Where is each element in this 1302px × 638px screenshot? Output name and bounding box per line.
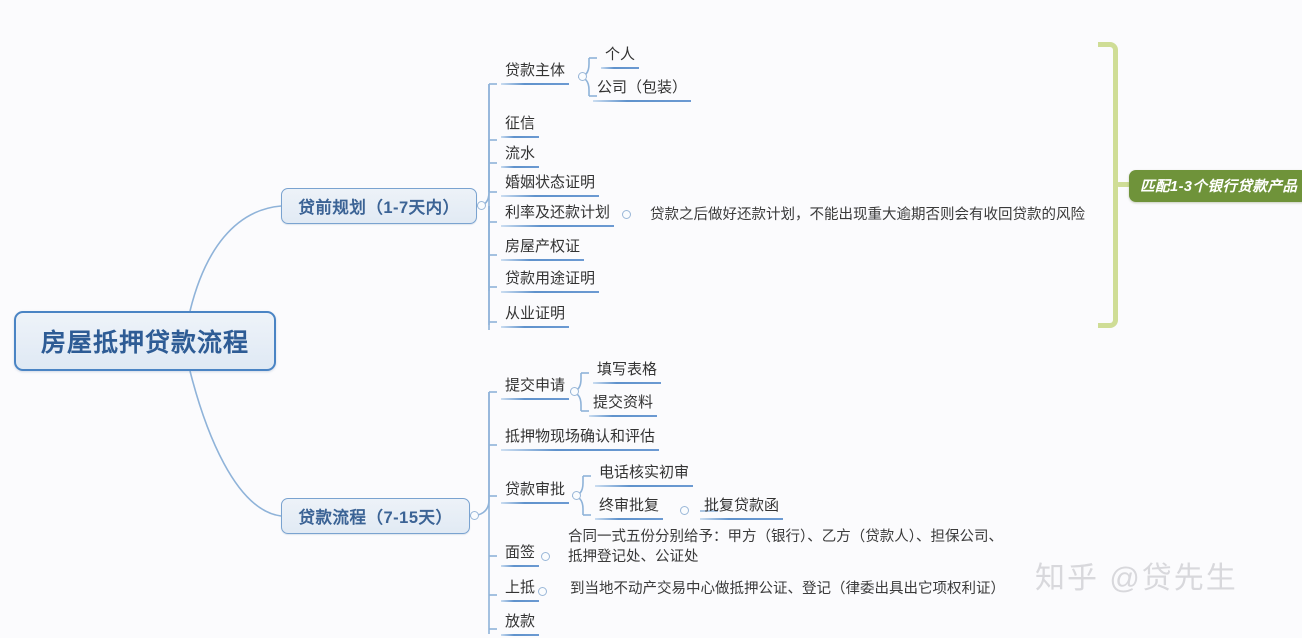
collapse-dot-submit-application[interactable] (570, 387, 579, 396)
note-face-to-face-signing: 合同一式五份分别给予：甲方（银行）、乙方（贷款人）、担保公司、 抵押登记处、公证… (568, 529, 1003, 565)
leaf-loan-subject[interactable]: 贷款主体 (501, 61, 570, 85)
leaf-disbursement[interactable]: 放款 (501, 612, 540, 636)
leaf-credit-report[interactable]: 征信 (501, 114, 540, 138)
summary-bracket (1098, 42, 1118, 328)
leaf-submit-application[interactable]: 提交申请 (501, 376, 570, 400)
summary-bracket-stem (1117, 182, 1130, 187)
leaf-bank-statement[interactable]: 流水 (501, 144, 540, 168)
leaf-property-ownership-certificate[interactable]: 房屋产权证 (501, 237, 585, 261)
leaf-rate-and-repayment-plan[interactable]: 利率及还款计划 (501, 203, 615, 227)
leaf-loan-approval[interactable]: 贷款审批 (501, 480, 570, 504)
leaf-company[interactable]: 公司（包装） (593, 78, 692, 102)
leaf-fill-form[interactable]: 填写表格 (593, 360, 662, 384)
note-mortgage-registration: 到当地不动产交易中心做抵押公证、登记（律委出具出它项权利证） (570, 581, 1005, 597)
collapse-dot-branch-1[interactable] (477, 201, 486, 210)
leaf-final-approval-reply[interactable]: 终审批复 (595, 496, 664, 520)
leaf-face-to-face-signing[interactable]: 面签 (501, 543, 540, 567)
leaf-collateral-onsite-appraisal[interactable]: 抵押物现场确认和评估 (501, 427, 660, 451)
collapse-dot-branch-2[interactable] (470, 511, 479, 520)
leaf-phone-verification[interactable]: 电话核实初审 (595, 463, 694, 487)
collapse-dot-loan-subject[interactable] (578, 72, 587, 81)
collapse-dot-rate-and-repayment-plan[interactable] (622, 210, 631, 219)
collapse-dot-mortgage-registration[interactable] (538, 587, 547, 596)
branch-node-loan-process[interactable]: 贷款流程（7-15天） (281, 498, 470, 534)
leaf-marriage-certificate[interactable]: 婚姻状态证明 (501, 173, 600, 197)
leaf-employment-certificate[interactable]: 从业证明 (501, 304, 570, 328)
collapse-dot-face-to-face-signing[interactable] (541, 552, 550, 561)
leaf-approval-letter[interactable]: 批复贷款函 (700, 496, 784, 520)
root-node[interactable]: 房屋抵押贷款流程 (14, 311, 276, 371)
leaf-loan-purpose-proof[interactable]: 贷款用途证明 (501, 269, 600, 293)
leaf-mortgage-registration[interactable]: 上抵 (501, 578, 540, 602)
summary-badge[interactable]: 匹配1-3个银行贷款产品 (1129, 170, 1302, 202)
watermark: 知乎 @贷先生 (1035, 562, 1238, 595)
collapse-dot-final-approval-reply[interactable] (680, 506, 689, 515)
leaf-submit-documents[interactable]: 提交资料 (589, 393, 658, 417)
note-rate-and-repayment-plan: 贷款之后做好还款计划，不能出现重大逾期否则会有收回贷款的风险 (650, 207, 1085, 223)
leaf-individual[interactable]: 个人 (601, 45, 640, 69)
branch-node-loan-planning[interactable]: 贷前规划（1-7天内） (281, 188, 477, 224)
collapse-dot-loan-approval[interactable] (572, 491, 581, 500)
